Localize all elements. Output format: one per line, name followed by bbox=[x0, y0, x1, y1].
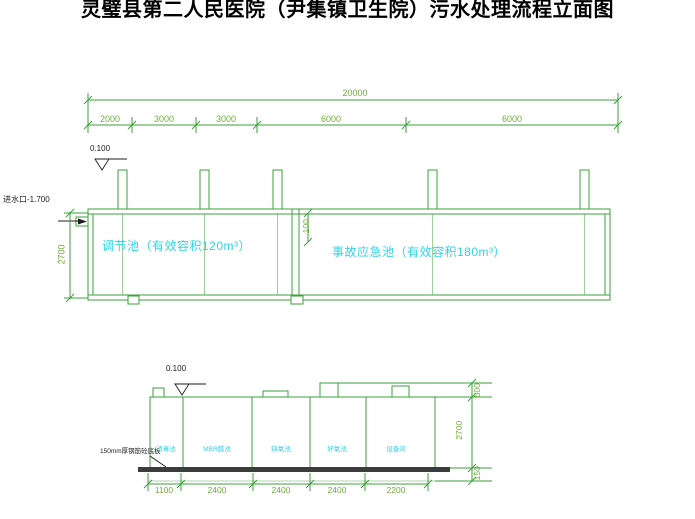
tank1-label: 调节池（有效容积120m³） bbox=[102, 239, 252, 253]
tank-vent-columns bbox=[117, 169, 590, 210]
upper-height-dimension-lines bbox=[64, 208, 88, 303]
total-dimension-label: 20000 bbox=[342, 88, 368, 98]
lower-bottom-dimension-lines bbox=[143, 473, 433, 491]
inlet-label: 进水口-1.700 bbox=[3, 195, 50, 204]
compartment-label-3: 缺氧池 bbox=[271, 446, 291, 453]
upper-dimension-lines bbox=[83, 93, 623, 133]
slab-note: 150mm厚钢筋砼底板 bbox=[100, 448, 161, 455]
elevation-marker-upper-icon bbox=[94, 158, 127, 171]
compartment-label-4: 好氧池 bbox=[327, 446, 347, 453]
right-dimension-label-150: 150 bbox=[471, 466, 482, 481]
base-slab bbox=[138, 455, 450, 482]
segment-dimension-label-5: 6000 bbox=[501, 114, 523, 124]
segment-dimension-label-3: 3000 bbox=[215, 114, 237, 124]
elevation-marker-lower-icon bbox=[174, 383, 206, 396]
right-dimension-label-500: 500 bbox=[471, 383, 482, 398]
gap-dimension-label: 100 bbox=[300, 219, 311, 234]
bottom-dimension-label-2: 2400 bbox=[207, 485, 227, 495]
segment-dimension-label-2: 3000 bbox=[153, 114, 175, 124]
inlet-leader-icon bbox=[58, 216, 89, 227]
compartment-label-2: MBR膜池 bbox=[203, 446, 231, 453]
bottom-dimension-label-1: 1100 bbox=[154, 485, 174, 495]
tank-outline bbox=[87, 208, 611, 305]
upper-view-geometry bbox=[58, 93, 623, 305]
bottom-dimension-label-3: 2400 bbox=[271, 485, 291, 495]
tank2-label: 事故应急池（有效容积180m³） bbox=[332, 245, 507, 259]
compartment-label-1: 消毒池 bbox=[156, 446, 176, 453]
bottom-dimension-label-4: 2400 bbox=[327, 485, 347, 495]
compartment-label-5: 设备间 bbox=[386, 446, 406, 453]
elevation-label-upper: 0.100 bbox=[90, 144, 111, 153]
elevation-label-lower: 0.100 bbox=[166, 364, 187, 373]
drawing-title: 灵璧县第二人民医院（尹集镇卫生院）污水处理流程立面图 bbox=[81, 0, 614, 21]
height-dimension-label-upper: 2700 bbox=[56, 244, 67, 265]
gap-dimension-lines bbox=[303, 208, 313, 247]
bottom-dimension-label-5: 2200 bbox=[386, 485, 406, 495]
lower-view-geometry bbox=[138, 378, 492, 491]
segment-dimension-label-1: 2000 bbox=[99, 114, 121, 124]
right-dimension-label-2700: 2700 bbox=[453, 420, 464, 440]
lower-tank-outline bbox=[149, 382, 436, 469]
segment-dimension-label-4: 6000 bbox=[320, 114, 342, 124]
lower-right-dimension-lines bbox=[338, 378, 492, 486]
